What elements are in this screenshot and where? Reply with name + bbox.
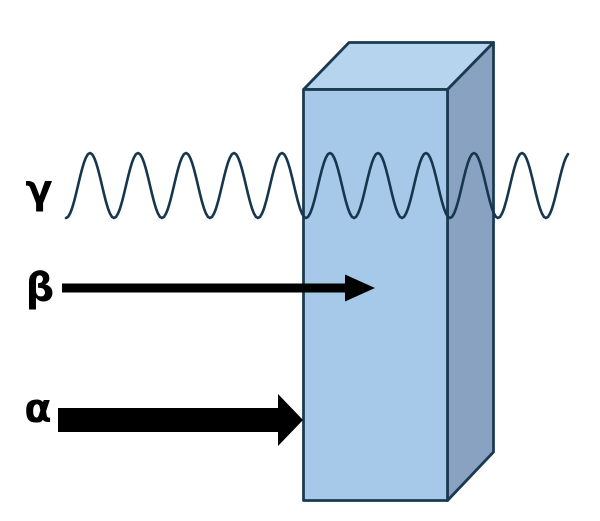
beta-arrowhead bbox=[345, 274, 375, 302]
beta-arrow bbox=[62, 274, 375, 302]
alpha-label: α bbox=[24, 386, 51, 432]
alpha-arrowhead bbox=[278, 394, 303, 446]
alpha-arrow bbox=[58, 394, 303, 446]
gamma-wave bbox=[64, 151, 570, 220]
gamma-label: γ bbox=[25, 167, 52, 213]
absorber-block bbox=[302, 41, 495, 502]
block-side-face bbox=[446, 41, 495, 502]
beta-label: β bbox=[26, 265, 55, 311]
block-front-face bbox=[302, 88, 449, 502]
